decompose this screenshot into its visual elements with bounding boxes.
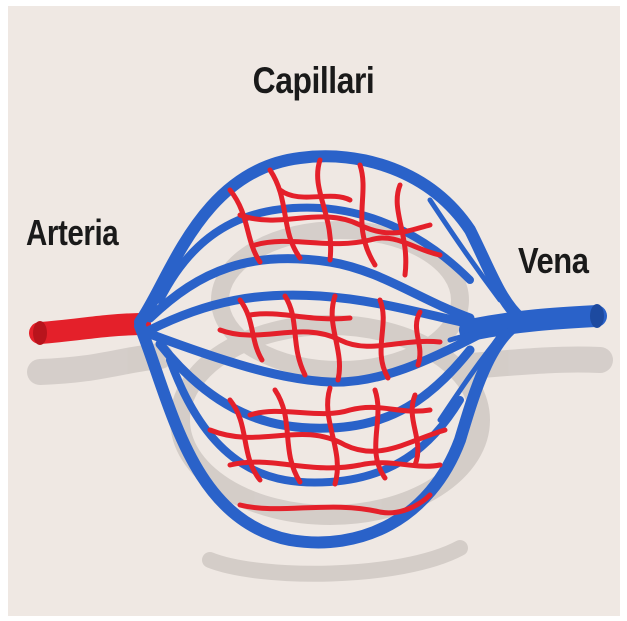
artery-label: Arteria	[26, 212, 118, 254]
artery-opening	[33, 321, 47, 345]
vein-label: Vena	[518, 240, 589, 282]
diagram-title: Capillari	[44, 60, 583, 102]
vessel-shadow	[40, 230, 600, 574]
vein-opening	[590, 304, 604, 328]
